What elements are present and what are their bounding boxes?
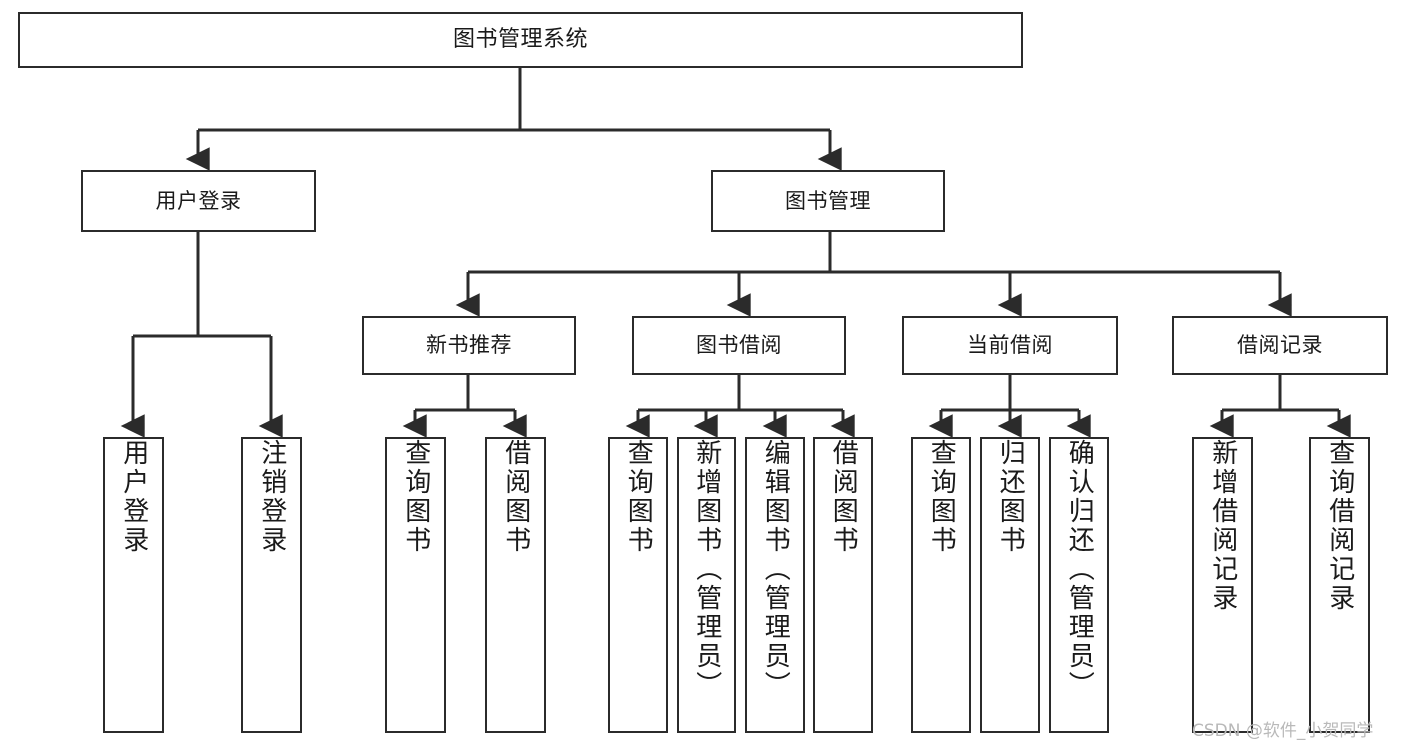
leaf-return-book[interactable]: 归还图书 bbox=[980, 437, 1040, 733]
leaf-user-login[interactable]: 用户登录 bbox=[103, 437, 164, 733]
node-label: 用户登录 bbox=[155, 188, 242, 213]
node-label: 图书管理系统 bbox=[452, 27, 588, 53]
node-label: 借阅图书 bbox=[828, 439, 859, 555]
leaf-edit-book-admin[interactable]: 编辑图书（管理员） bbox=[745, 437, 805, 733]
node-label: 借阅记录 bbox=[1237, 333, 1323, 358]
node-label: 查询借阅记录 bbox=[1324, 439, 1355, 613]
node-label: 查询图书 bbox=[926, 439, 957, 555]
node-label: 新增借阅记录 bbox=[1207, 439, 1238, 613]
leaf-query-book-borrow[interactable]: 查询图书 bbox=[608, 437, 668, 733]
node-label: 归还图书 bbox=[995, 439, 1026, 555]
leaf-query-borrow-record[interactable]: 查询借阅记录 bbox=[1309, 437, 1370, 733]
leaf-borrow-book[interactable]: 借阅图书 bbox=[813, 437, 873, 733]
node-label: 新书推荐 bbox=[426, 333, 512, 358]
node-label: 图书借阅 bbox=[696, 333, 782, 358]
leaf-logout[interactable]: 注销登录 bbox=[241, 437, 302, 733]
watermark-text: CSDN @软件_小贺同学 bbox=[1192, 721, 1374, 741]
node-label: 图书管理 bbox=[785, 188, 871, 213]
node-book-borrow[interactable]: 图书借阅 bbox=[632, 316, 846, 375]
node-label: 借阅图书 bbox=[500, 439, 531, 555]
node-current-borrow[interactable]: 当前借阅 bbox=[902, 316, 1118, 375]
node-label: 查询图书 bbox=[623, 439, 654, 555]
node-borrow-record[interactable]: 借阅记录 bbox=[1172, 316, 1388, 375]
node-book-management[interactable]: 图书管理 bbox=[711, 170, 945, 232]
leaf-query-book-recommend[interactable]: 查询图书 bbox=[385, 437, 446, 733]
node-root-system[interactable]: 图书管理系统 bbox=[18, 12, 1023, 68]
leaf-query-book-current[interactable]: 查询图书 bbox=[911, 437, 971, 733]
node-label: 用户登录 bbox=[118, 439, 149, 555]
node-label: 确认归还（管理员） bbox=[1064, 439, 1095, 700]
node-label: 新增图书（管理员） bbox=[691, 439, 722, 700]
leaf-add-book-admin[interactable]: 新增图书（管理员） bbox=[677, 437, 736, 733]
leaf-confirm-return-admin[interactable]: 确认归还（管理员） bbox=[1049, 437, 1109, 733]
node-user-login[interactable]: 用户登录 bbox=[81, 170, 316, 232]
node-label: 当前借阅 bbox=[967, 333, 1053, 358]
node-label: 编辑图书（管理员） bbox=[760, 439, 791, 700]
node-label: 查询图书 bbox=[400, 439, 431, 555]
node-new-book-recommend[interactable]: 新书推荐 bbox=[362, 316, 576, 375]
leaf-add-borrow-record[interactable]: 新增借阅记录 bbox=[1192, 437, 1253, 733]
leaf-borrow-book-recommend[interactable]: 借阅图书 bbox=[485, 437, 546, 733]
node-label: 注销登录 bbox=[256, 439, 287, 555]
